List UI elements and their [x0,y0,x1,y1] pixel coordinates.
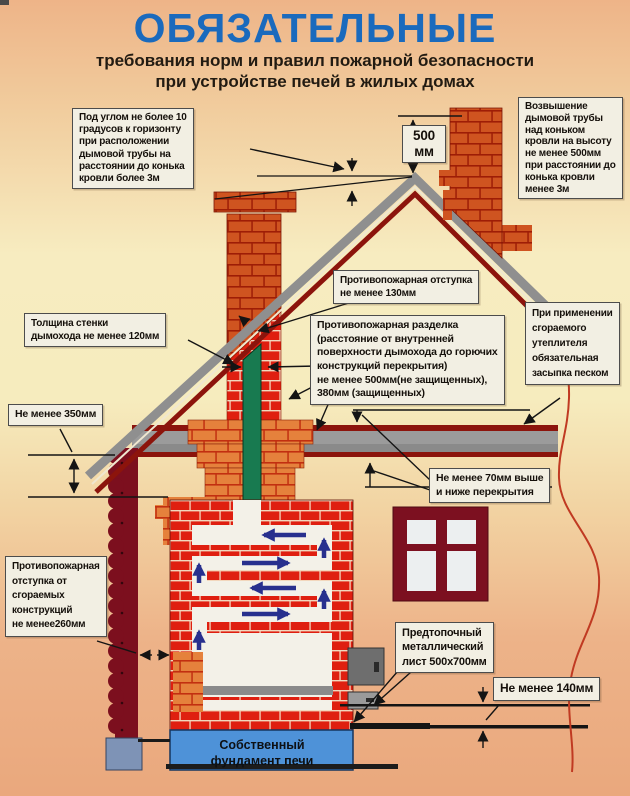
wall-footing [105,737,143,771]
callout-firebreak-cut-500: Противопожарная разделка (расстояние от … [310,315,505,405]
callout-min-70: Не менее 70мм выше и ниже перекрытия [429,468,551,504]
callout-chimney-angle-rule: Под углом не более 10 градусов к горизон… [72,108,194,190]
hearth-sheet-lines [340,704,590,729]
wavy-boundary-line [545,317,601,773]
window [392,506,489,602]
callout-stove-gap-260: Противопожарная отступка от сгораемых ко… [5,556,107,637]
callout-hearth-sheet: Предтопочный металлический лист 500х700м… [395,622,494,673]
callout-dim-500mm: 500 мм [402,125,446,164]
callout-chimney-elevation-rule: Возвышение дымовой трубы над коньком кро… [518,97,623,200]
log-wall-dots [120,461,124,732]
floor-line-left [138,739,170,742]
callout-min-350: Не менее 350мм [8,404,104,426]
right-chimney [439,107,532,259]
smoke-arrows [192,528,331,650]
poster-header: ОБЯЗАТЕЛЬНЫЕ требования норм и правил по… [0,5,630,92]
house-roof [84,171,553,494]
ash-pit [192,700,332,710]
callout-firebreak-gap-130: Противопожарная отступка не менее 130мм [333,270,480,304]
ground-line [166,764,398,769]
callout-sand-fill-rule: При применении сгораемого утеплителя обя… [525,302,620,385]
stove-foundation [169,729,354,771]
foundation-label: Собственный фундамент печи [210,738,314,769]
poster-title: ОБЯЗАТЕЛЬНЫЕ [133,5,497,51]
poster-subtitle-line1: требования норм и правил пожарной безопа… [95,50,535,70]
callout-min-140: Не менее 140мм [493,677,601,701]
callout-flue-wall-120: Толщина стенки дымохода не менее 120мм [24,313,167,347]
grate [200,686,333,695]
log-wall [108,448,138,738]
scan-artifact [0,0,9,5]
flue-channel [242,342,262,501]
poster-subtitle-line2: при устройстве печей в жилых домах [155,72,475,92]
